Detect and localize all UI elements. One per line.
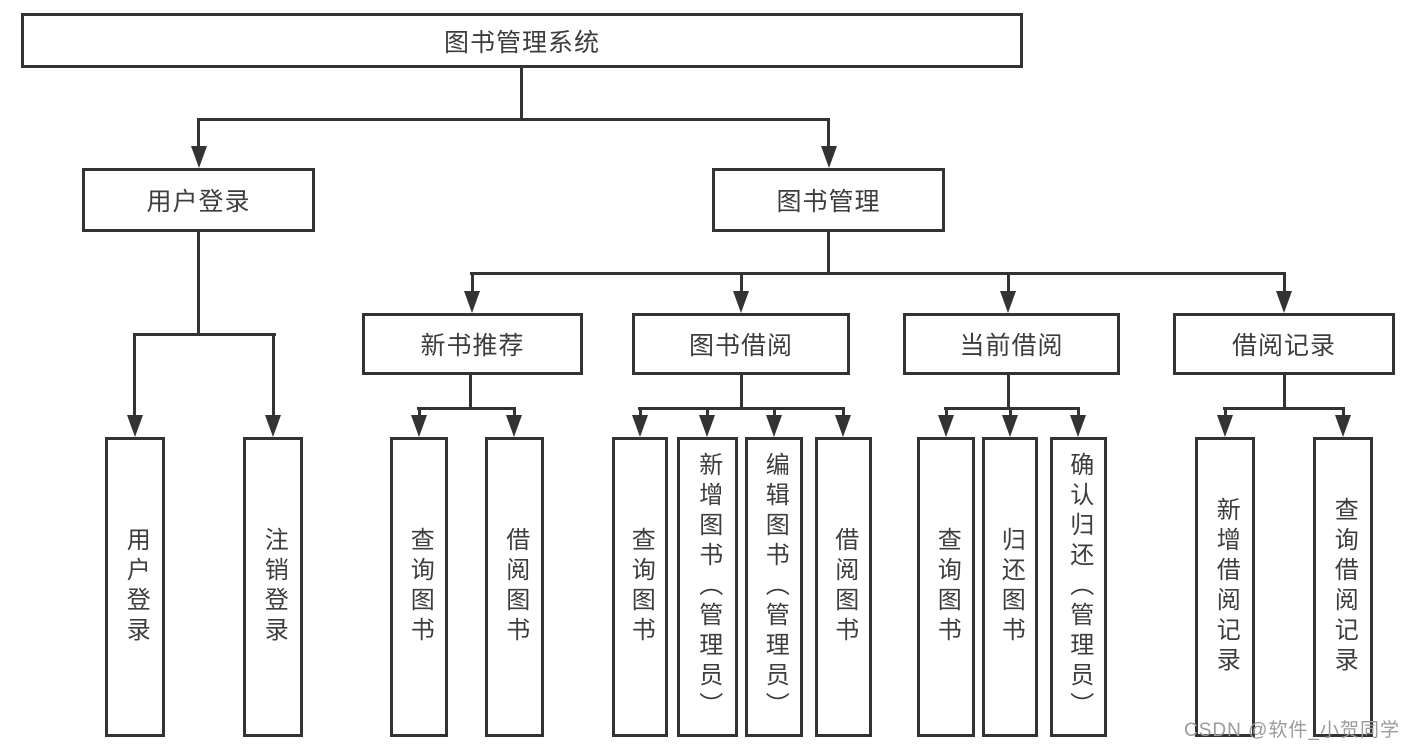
leaf-label: 编辑图书（管理员） <box>761 452 789 722</box>
connector-level3-branch <box>470 272 1285 275</box>
connector-drop-leaf <box>639 407 642 417</box>
node-current-borrow-label: 当前借阅 <box>959 332 1064 360</box>
leaf-label: 新增借阅记录 <box>1212 497 1240 677</box>
node-borrow-records: 借阅记录 <box>1173 313 1395 375</box>
connector-drop-user-login <box>197 118 200 148</box>
connector-current-branch <box>944 407 1080 410</box>
connector-drop-leaf <box>945 407 948 417</box>
arrow-down-icon <box>411 415 427 437</box>
connector-drop-leaf <box>513 407 516 417</box>
arrow-down-icon <box>1070 415 1086 437</box>
connector-drop-l3 <box>1007 272 1010 294</box>
connector-recommend-branch <box>417 407 516 410</box>
node-user-login-label: 用户登录 <box>146 188 251 216</box>
connector-records-stem <box>1283 375 1286 407</box>
leaf-label: 确认归还（管理员） <box>1065 452 1093 722</box>
connector-user-login-branch <box>133 333 276 336</box>
leaf-add-borrow-record: 新增借阅记录 <box>1195 437 1255 737</box>
connector-drop-leaf <box>706 407 709 417</box>
arrow-down-icon <box>506 415 522 437</box>
node-current-borrow: 当前借阅 <box>903 313 1120 375</box>
connector-drop-l3 <box>1283 272 1286 294</box>
connector-drop-l3 <box>471 272 474 294</box>
leaf-label: 查询图书 <box>406 527 434 647</box>
arrow-down-icon <box>699 415 715 437</box>
connector-drop-l3 <box>740 272 743 294</box>
arrow-down-icon <box>1002 415 1018 437</box>
node-new-book-recommend-label: 新书推荐 <box>420 332 525 360</box>
connector-user-login-stem <box>197 232 200 333</box>
arrow-down-icon <box>265 415 281 437</box>
leaf-label: 注销登录 <box>260 527 288 647</box>
node-new-book-recommend: 新书推荐 <box>362 313 583 375</box>
leaf-logout: 注销登录 <box>243 437 303 737</box>
arrow-down-icon <box>766 415 782 437</box>
leaf-query-books-borrow: 查询图书 <box>612 437 668 737</box>
node-root-label: 图书管理系统 <box>443 28 600 57</box>
connector-drop-leaf <box>418 407 421 417</box>
leaf-edit-books-admin: 编辑图书（管理员） <box>745 437 803 737</box>
connector-drop-leaf <box>1009 407 1012 417</box>
connector-drop-leaf <box>842 407 845 417</box>
connector-root-stem <box>520 68 523 120</box>
leaf-return-books: 归还图书 <box>982 437 1038 737</box>
arrow-down-icon <box>1000 291 1016 313</box>
watermark: CSDN @软件_小贺同学 <box>1184 720 1400 741</box>
arrow-down-icon <box>835 415 851 437</box>
connector-current-stem <box>1007 375 1010 407</box>
node-book-borrow-label: 图书借阅 <box>688 332 793 360</box>
connector-drop-leaf <box>1342 407 1345 417</box>
node-book-borrow: 图书借阅 <box>632 313 850 375</box>
connector-drop-leaf <box>1077 407 1080 417</box>
arrow-down-icon <box>1217 415 1233 437</box>
leaf-label: 借阅图书 <box>830 527 858 647</box>
connector-drop-leaf <box>133 333 136 417</box>
connector-records-branch <box>1223 407 1345 410</box>
leaf-label: 查询借阅记录 <box>1330 497 1358 677</box>
arrow-down-icon <box>632 415 648 437</box>
leaf-borrow-books: 借阅图书 <box>815 437 872 737</box>
leaf-add-books-admin: 新增图书（管理员） <box>677 437 738 737</box>
arrow-down-icon <box>1335 415 1351 437</box>
leaf-label: 查询图书 <box>933 527 961 647</box>
leaf-query-books-current: 查询图书 <box>917 437 975 737</box>
leaf-label: 查询图书 <box>627 527 655 647</box>
arrow-down-icon <box>733 291 749 313</box>
connector-drop-leaf <box>1224 407 1227 417</box>
arrow-down-icon <box>464 291 480 313</box>
leaf-confirm-return-admin: 确认归还（管理员） <box>1050 437 1107 737</box>
leaf-query-books-recommend: 查询图书 <box>390 437 448 737</box>
connector-recommend-stem <box>469 375 472 407</box>
leaf-borrow-books-recommend: 借阅图书 <box>485 437 544 737</box>
connector-borrow-stem <box>740 375 743 407</box>
connector-drop-leaf <box>773 407 776 417</box>
node-borrow-records-label: 借阅记录 <box>1231 332 1336 360</box>
leaf-user-login: 用户登录 <box>105 437 165 737</box>
connector-root-branch <box>197 118 830 121</box>
arrow-down-icon <box>938 415 954 437</box>
connector-drop-book-mgmt <box>827 118 830 148</box>
arrow-down-icon <box>127 415 143 437</box>
node-book-management: 图书管理 <box>712 168 945 232</box>
leaf-label: 借阅图书 <box>501 527 529 647</box>
node-book-management-label: 图书管理 <box>776 188 881 216</box>
arrow-down-icon <box>1276 291 1292 313</box>
connector-drop-leaf <box>272 333 275 417</box>
connector-book-mgmt-stem <box>827 232 830 272</box>
arrow-down-icon <box>821 146 837 168</box>
leaf-query-borrow-record: 查询借阅记录 <box>1313 437 1373 737</box>
leaf-label: 新增图书（管理员） <box>694 452 722 722</box>
leaf-label: 用户登录 <box>122 527 150 647</box>
connector-borrow-branch <box>638 407 845 410</box>
node-user-login: 用户登录 <box>82 168 315 232</box>
leaf-label: 归还图书 <box>997 527 1025 647</box>
node-root: 图书管理系统 <box>21 13 1023 68</box>
arrow-down-icon <box>191 146 207 168</box>
